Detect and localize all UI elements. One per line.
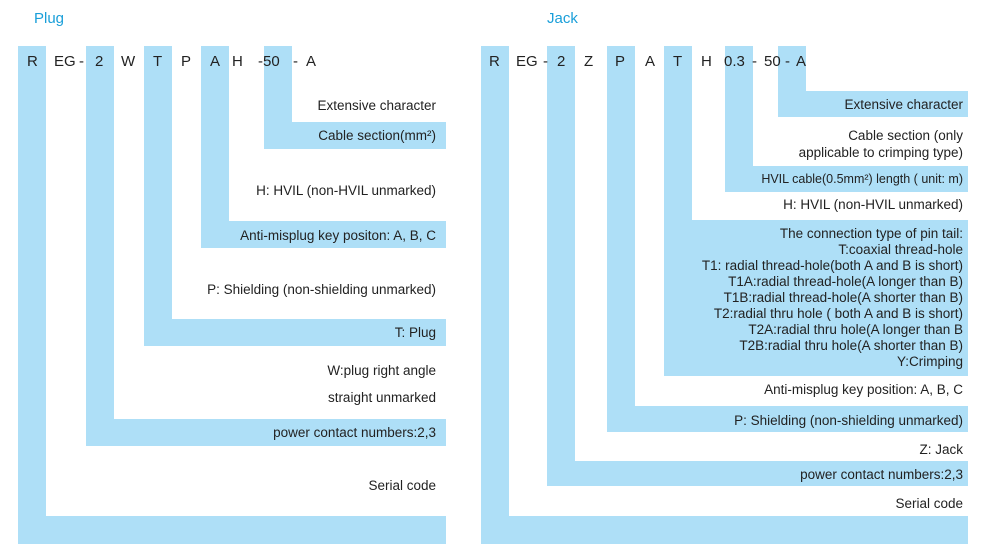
jack-label-cable-1: Cable section (only: [848, 128, 963, 143]
plug-label-w2: straight unmarked: [327, 390, 436, 405]
plug-power-box: [86, 419, 446, 446]
plug-code-h: H: [232, 53, 243, 70]
plug-label-hvil: H: HVIL (non-HVIL unmarked): [256, 183, 436, 198]
jack-label-cable-2: applicable to crimping type): [798, 145, 963, 160]
plug-label-extensive: Extensive character: [317, 98, 436, 113]
jack-label-pin-tail: The connection type of pin tail: T:coaxi…: [701, 226, 963, 369]
jack-label-zjack: Z: Jack: [919, 442, 963, 457]
jack-code-p: P: [615, 53, 626, 70]
plug-code-2: 2: [95, 53, 104, 70]
jack-title: Jack: [547, 10, 578, 27]
jack-tail-box: [664, 220, 968, 376]
plug-a-box: [201, 221, 446, 248]
plug-label-shield: P: Shielding (non-shielding unmarked): [207, 282, 436, 297]
plug-label-tplug: T: Plug: [394, 325, 436, 340]
plug-label-w1: W:plug right angle: [327, 363, 436, 378]
jack-code-dash2: -: [752, 53, 757, 70]
jack-label-extensive: Extensive character: [844, 97, 963, 112]
plug-label-antikey: Anti-misplug key positon: A, B, C: [240, 228, 436, 243]
plug-label-serial: Serial code: [368, 478, 436, 493]
jack-code-dash3: -: [785, 53, 790, 70]
jack-code-t: T: [673, 53, 683, 70]
plug-power-bar: [86, 46, 114, 446]
jack-code-eg: EG: [516, 53, 538, 70]
plug-code-a: A: [210, 53, 221, 70]
plug-title: Plug: [34, 10, 65, 27]
plug-code-dash1: -: [79, 53, 84, 70]
plug-a-bar: [201, 46, 229, 248]
jack-hvil-box: [725, 166, 968, 192]
plug-t-bar: [144, 46, 172, 346]
plug-label-cable: Cable section(mm²): [318, 128, 436, 143]
jack-power-box: [547, 461, 968, 486]
plug-t-box: [144, 319, 446, 346]
plug-code-50: -50: [258, 53, 280, 70]
plug-code-w: W: [121, 53, 136, 70]
jack-label-shield: P: Shielding (non-shielding unmarked): [734, 413, 963, 428]
jack-shield-bar: [607, 46, 635, 432]
jack-code-r: R: [489, 53, 500, 70]
jack-code-a: A: [645, 53, 656, 70]
jack-code-z: Z: [584, 53, 594, 70]
jack-label-power: power contact numbers:2,3: [800, 467, 963, 482]
jack-serial-bar: [481, 46, 509, 544]
jack-code-dash1: -: [543, 53, 548, 70]
jack-code-50: 50: [764, 53, 781, 70]
jack-serial-box: [481, 516, 968, 544]
jack-code-h: H: [701, 53, 712, 70]
jack-power-bar: [547, 46, 575, 486]
plug-serial-box: [18, 516, 446, 544]
plug-serial-bar: [18, 46, 46, 544]
jack-code-a2: A: [796, 53, 807, 70]
plug-code-p: P: [181, 53, 192, 70]
plug-code-a2: A: [306, 53, 317, 70]
plug-code-eg: EG: [54, 53, 76, 70]
plug-label-power: power contact numbers:2,3: [273, 425, 436, 440]
jack-shield-box: [607, 406, 968, 432]
plug-code-r: R: [27, 53, 38, 70]
jack-code-2: 2: [557, 53, 566, 70]
jack-label-serial: Serial code: [895, 496, 963, 511]
plug-code-dash2: -: [293, 53, 298, 70]
plug-code-t: T: [153, 53, 163, 70]
jack-ext-box: [778, 91, 968, 117]
jack-label-hvil-cable: HVIL cable(0.5mm²) length ( unit: m): [761, 172, 963, 186]
plug-cable-box: [264, 122, 446, 149]
jack-label-antikey: Anti-misplug key position: A, B, C: [764, 382, 963, 397]
jack-label-hvil: H: HVIL (non-HVIL unmarked): [783, 197, 963, 212]
jack-code-03: 0.3: [724, 53, 745, 70]
